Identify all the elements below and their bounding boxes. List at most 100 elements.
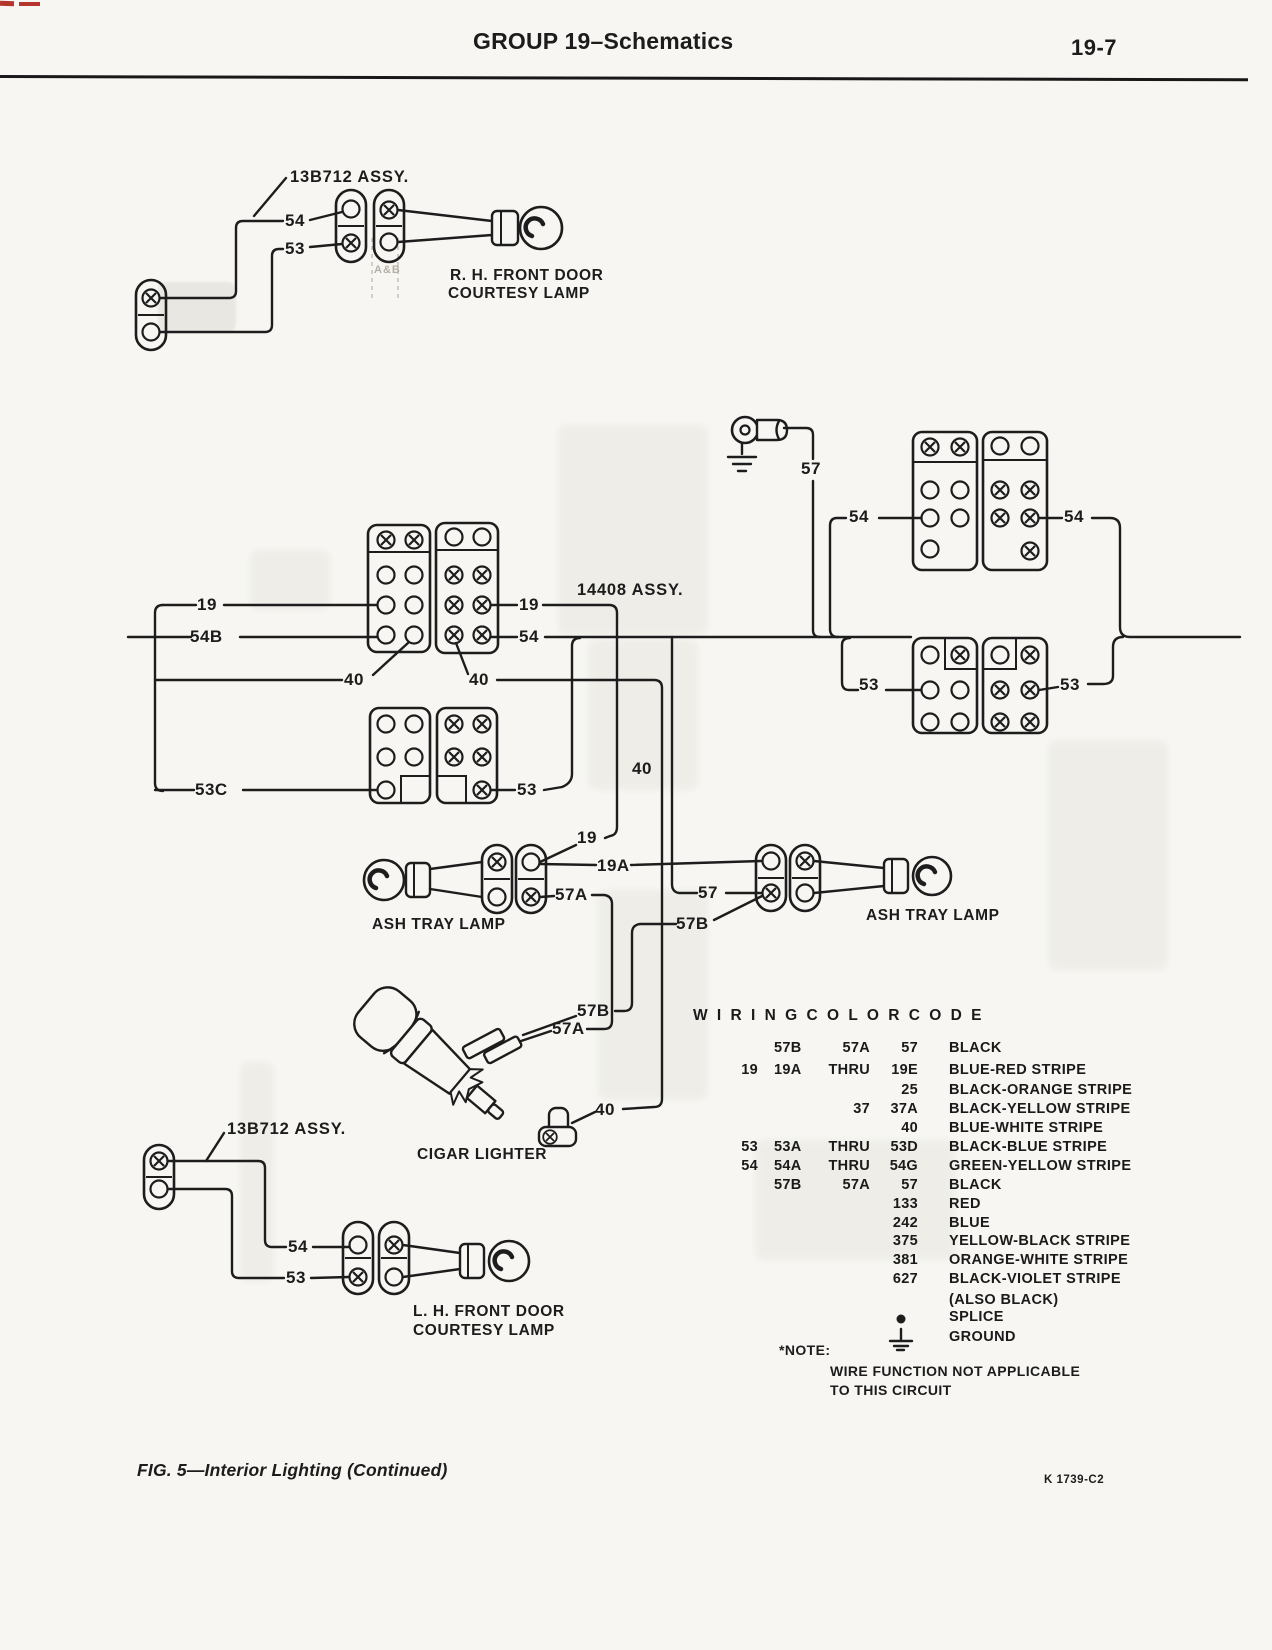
color-code-title: W I R I N G C O L O R C O D E: [693, 1007, 984, 1024]
code-cell: 381: [892, 1252, 918, 1268]
ashtray-caption-right: ASH TRAY LAMP: [866, 907, 1000, 924]
lh-lamp-caption: L. H. FRONT DOOR: [413, 1303, 565, 1320]
code-cell: 133: [892, 1196, 918, 1212]
door-switch-connector: [142, 1143, 176, 1211]
color-code-row: 19 19A THRU 19E BLUE-RED STRIPE: [0, 1063, 1272, 1080]
harness-assembly-label: 14408 ASSY.: [577, 581, 684, 599]
wire-label-54: 54: [519, 627, 539, 646]
color-code-row-ground: GROUND: [0, 1330, 1272, 1347]
code-cell: THRU: [828, 1158, 870, 1174]
wire-label-19: 19: [577, 828, 597, 847]
note-text: WIRE FUNCTION NOT APPLICABLE: [830, 1363, 1081, 1379]
lh-courtesy-lamp: [401, 1239, 531, 1283]
legend-label: GROUND: [949, 1329, 1016, 1345]
ghost-artifact: [158, 282, 236, 332]
code-cell: THRU: [828, 1139, 870, 1155]
color-cell: YELLOW-BLACK STRIPE: [949, 1233, 1131, 1249]
code-cell: 53D: [890, 1139, 918, 1155]
wire-label-57b: 57B: [577, 1001, 610, 1020]
red-scan-mark: [19, 2, 40, 6]
wire-label-53: 53: [285, 239, 305, 258]
code-cell: 54G: [889, 1158, 918, 1174]
wire-label-40: 40: [595, 1100, 615, 1119]
right-connector-blocks: [828, 430, 1242, 735]
color-cell: ORANGE-WHITE STRIPE: [949, 1252, 1129, 1268]
color-cell: BLACK-VIOLET STRIPE: [949, 1271, 1121, 1287]
color-cell: (ALSO BLACK): [949, 1292, 1059, 1308]
color-cell: BLUE-RED STRIPE: [949, 1062, 1087, 1078]
wire-label-40: 40: [469, 670, 489, 689]
color-code-row: (ALSO BLACK): [0, 1293, 1272, 1310]
code-cell: THRU: [828, 1062, 870, 1078]
figure-caption: FIG. 5—Interior Lighting (Continued): [137, 1460, 448, 1480]
color-code-row: 53 53A THRU 53D BLACK-BLUE STRIPE: [0, 1140, 1272, 1157]
wire-label-40: 40: [632, 759, 652, 778]
code-cell: 57A: [842, 1177, 870, 1193]
code-cell: 627: [892, 1271, 918, 1287]
ghost-artifact: [250, 550, 330, 610]
ground-icon: [888, 1327, 914, 1352]
color-code-row: 57B 57A 57 BLACK: [0, 1178, 1272, 1195]
ghost-artifact: [1048, 740, 1168, 970]
color-code-row: 627 BLACK-VIOLET STRIPE: [0, 1272, 1272, 1289]
wire-label-54: 54: [285, 211, 305, 230]
note-label: *NOTE:: [779, 1342, 831, 1358]
code-cell: 40: [901, 1120, 918, 1136]
two-pin-connector-pair: [334, 188, 406, 264]
color-cell: GREEN-YELLOW STRIPE: [949, 1158, 1132, 1174]
code-cell: 57: [901, 1177, 918, 1193]
color-cell: BLACK: [949, 1040, 1002, 1056]
cigar-lighter-caption: CIGAR LIGHTER: [417, 1146, 548, 1163]
ghost-artifact: [755, 1140, 955, 1260]
code-cell: 375: [892, 1233, 918, 1249]
spade-terminals: [461, 1027, 523, 1065]
wire-label-54: 54: [1064, 507, 1084, 526]
ashtray-lamp-left: [362, 843, 548, 915]
color-code-row: 242 BLUE: [0, 1216, 1272, 1233]
color-cell: BLACK-ORANGE STRIPE: [949, 1082, 1133, 1098]
color-code-row: 54 54A THRU 54G GREEN-YELLOW STRIPE: [0, 1159, 1272, 1176]
code-cell: 53A: [774, 1139, 802, 1155]
rh-lamp-caption: R. H. FRONT DOOR: [450, 267, 604, 284]
wire-label-53: 53: [286, 1268, 306, 1287]
code-cell: 19A: [774, 1062, 802, 1078]
elbow-connector-40: [537, 1106, 597, 1148]
code-cell: 57: [901, 1040, 918, 1056]
wire-label-19: 19: [197, 595, 217, 614]
color-code-row: 375 YELLOW-BLACK STRIPE: [0, 1234, 1272, 1251]
lh-assembly-label: 13B712 ASSY.: [227, 1120, 347, 1138]
wire-label-19a: 19A: [597, 856, 630, 875]
wire-label-40: 40: [344, 670, 364, 689]
rh-courtesy-lamp: [396, 205, 564, 251]
wire-label-57a: 57A: [552, 1019, 585, 1038]
ashtray-lamp-right: [754, 843, 953, 913]
splice-icon: [896, 1314, 906, 1324]
wire-label-53: 53: [517, 780, 537, 799]
ground-terminal: [726, 415, 822, 639]
color-cell: BLUE-WHITE STRIPE: [949, 1120, 1104, 1136]
code-cell: 19E: [891, 1062, 918, 1078]
code-cell: 57B: [774, 1040, 802, 1056]
color-code-row-splice: SPLICE: [0, 1310, 1272, 1327]
color-cell: BLACK: [949, 1177, 1002, 1193]
page-header-title: GROUP 19–Schematics: [473, 28, 734, 54]
wire-label-53: 53: [859, 675, 879, 694]
cigar-lighter: [353, 986, 597, 1148]
color-code-row: 57B 57A 57 BLACK: [0, 1041, 1272, 1058]
ghost-artifact: [588, 640, 698, 790]
code-cell: 25: [901, 1082, 918, 1098]
code-cell: 19: [741, 1062, 758, 1078]
wire-label-53c: 53C: [195, 780, 228, 799]
wire-label-19: 19: [519, 595, 539, 614]
note-text: TO THIS CIRCUIT: [830, 1382, 952, 1398]
code-cell: 53: [741, 1139, 758, 1155]
color-cell: BLACK-YELLOW STRIPE: [949, 1101, 1131, 1117]
wire-label-57: 57: [698, 883, 718, 902]
lh-lamp-caption: COURTESY LAMP: [413, 1322, 555, 1339]
code-cell: 37A: [890, 1101, 918, 1117]
plate-code: K 1739-C2: [1044, 1474, 1105, 1486]
color-code-row: 133 RED: [0, 1197, 1272, 1214]
code-cell: 242: [892, 1215, 918, 1231]
code-cell: 57A: [842, 1040, 870, 1056]
